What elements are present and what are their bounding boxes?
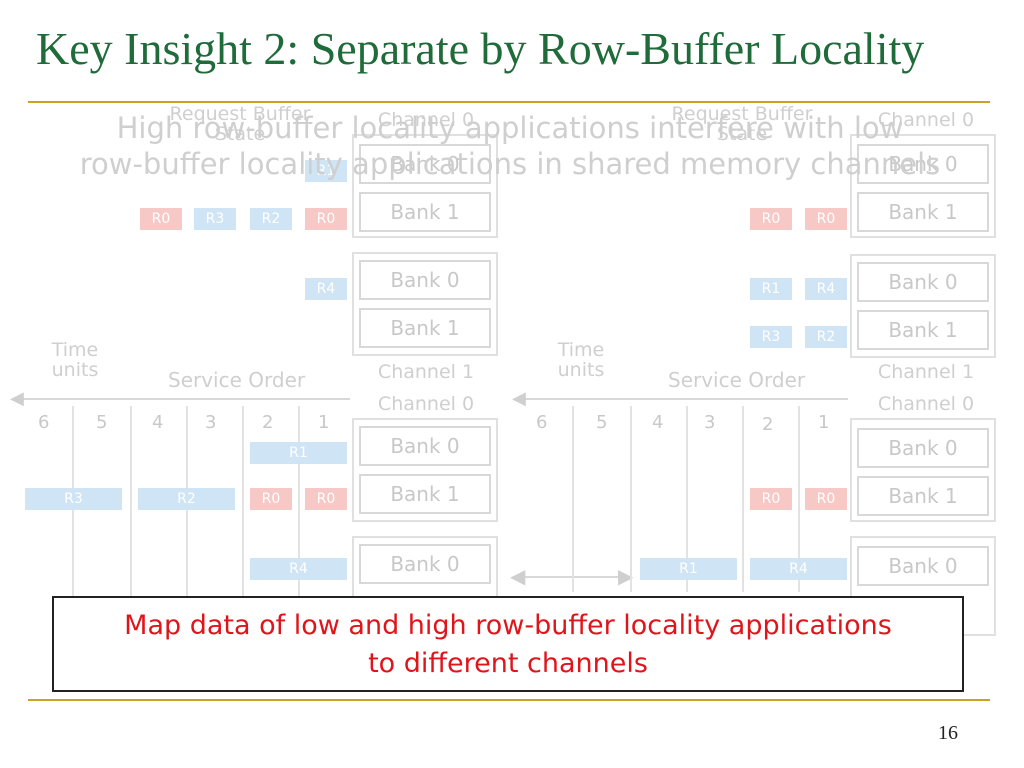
tick-label: 6 [38,412,50,433]
tick-label: 2 [262,412,274,433]
request-r2: R2 [138,488,235,510]
request-r0: R0 [140,208,182,230]
channel-0-label: Channel 0 [377,109,475,131]
channel-1-box [850,254,996,358]
arrow-head-icon: ◀ [10,388,24,409]
grid-line [242,406,244,636]
grid-line [798,406,800,592]
bank-0: Bank 0 [359,260,491,300]
insight-line-2: row-buffer locality applications in shar… [79,147,941,181]
callout-line-1: Map data of low and high row-buffer loca… [124,610,892,641]
bank-1: Bank 1 [857,476,989,516]
arrow-right-icon: ▶ [618,564,634,588]
arrow-head-icon: ◀ [512,388,526,409]
tick-label: 2 [762,414,774,435]
request-r1: R1 [305,160,347,182]
channel-0-box [850,134,996,238]
grid-line [572,406,574,592]
bank-1: Bank 1 [857,310,989,350]
request-r1: R1 [750,278,792,300]
tick-label: 3 [704,412,716,433]
request-r2: R2 [250,208,292,230]
channel-0-box [352,134,498,238]
request-r4: R4 [250,558,347,580]
grid-line [72,406,74,636]
grid-line [686,406,688,592]
request-r2: R2 [805,326,847,348]
bank-0: Bank 0 [359,426,491,466]
key-insight-callout: Map data of low and high row-buffer loca… [52,596,964,692]
callout-line-2: to different channels [368,648,648,679]
request-r1: R1 [640,558,737,580]
tick-label: 4 [652,412,664,433]
insight-text: High row-buffer locality applications in… [40,110,980,182]
page-number: 16 [938,722,958,744]
tick-label: 5 [96,412,108,433]
request-r4: R4 [750,558,847,580]
arrow-left-icon: ◀ [510,564,526,588]
request-r3: R3 [25,488,122,510]
request-r4: R4 [805,278,847,300]
bank-0: Bank 0 [359,544,491,584]
request-r0: R0 [305,208,347,230]
time-arrow [522,398,848,400]
bank-1: Bank 1 [857,192,989,232]
channel-0-label: Channel 0 [377,393,475,415]
service-order-label: Service Order [168,368,306,392]
tick-label: 4 [152,412,164,433]
request-r3: R3 [194,208,236,230]
grid-line [130,406,132,636]
request-r1: R1 [250,442,347,464]
grid-line [742,406,744,592]
channel-1-label: Channel 1 [377,361,475,383]
grid-line [630,406,632,592]
request-buffer-state-label: Request Buffer State [169,103,311,145]
grid-line [186,406,188,636]
request-r0: R0 [750,488,792,510]
time-units-label: Time units [51,339,99,381]
bank-1: Bank 1 [359,474,491,514]
tick-label: 3 [205,412,217,433]
time-units-label: Time units [557,339,605,381]
request-r0: R0 [750,208,792,230]
tick-label: 5 [596,412,608,433]
bank-1: Bank 1 [359,308,491,348]
channel-0-label: Channel 0 [877,109,975,131]
insight-line-1: High row-buffer locality applications in… [116,111,904,145]
request-buffer-state-label: Request Buffer State [671,103,813,145]
bottom-rule [28,699,990,701]
time-arrow [20,398,350,400]
grid-line [298,406,300,636]
request-r4: R4 [305,278,347,300]
channel-0-label: Channel 0 [877,393,975,415]
tick-label: 1 [818,412,830,433]
channel-0-box [352,418,498,522]
channel-1-label: Channel 1 [877,361,975,383]
bank-1: Bank 1 [359,192,491,232]
bank-0: Bank 0 [857,546,989,586]
bank-0: Bank 0 [359,144,491,184]
service-order-label: Service Order [668,368,806,392]
tick-label: 1 [318,412,330,433]
bank-0: Bank 0 [857,144,989,184]
top-rule [28,101,990,103]
channel-1-box [352,252,498,356]
bank-0: Bank 0 [857,262,989,302]
channel-0-box [850,418,996,522]
request-r0: R0 [305,488,347,510]
request-r0: R0 [805,208,847,230]
bank-0: Bank 0 [857,428,989,468]
request-r0: R0 [250,488,292,510]
request-r3: R3 [750,326,792,348]
slide-title: Key Insight 2: Separate by Row-Buffer Lo… [36,23,925,74]
request-r0: R0 [805,488,847,510]
tick-label: 6 [536,412,548,433]
